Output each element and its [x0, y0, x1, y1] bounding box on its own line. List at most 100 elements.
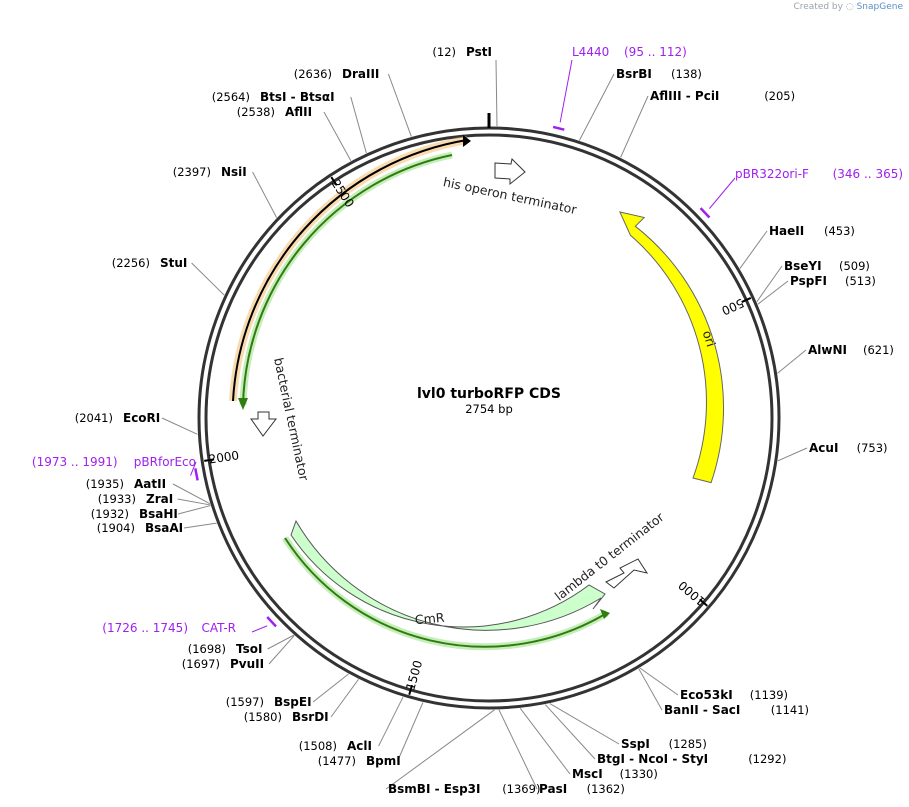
site-name: BtgI - NcoI - StyI: [597, 752, 708, 766]
site-connector: [777, 447, 808, 462]
restriction-site: (1933)ZraI: [98, 492, 173, 506]
cmr-line-lower: [284, 537, 608, 648]
site-name: AflIII - PciI: [650, 89, 719, 103]
restriction-site: (2256) StuI: [112, 256, 188, 270]
site-connector: [397, 702, 424, 762]
site-connector: [177, 505, 211, 515]
site-connector: [757, 280, 789, 305]
tick-mark: [204, 458, 215, 462]
site-name: AatII: [134, 477, 166, 491]
restriction-site: (1935)AatII: [86, 477, 166, 491]
primer-site: L4440(95 .. 112): [572, 45, 687, 59]
site-position: (753): [857, 441, 888, 455]
site-position: (2564): [212, 90, 250, 104]
site-connector: [639, 667, 679, 696]
site-connector: [578, 73, 615, 141]
site-position: (1508): [299, 739, 337, 753]
restriction-site: (1932)BsaHI: [91, 507, 178, 521]
site-name: MscI: [572, 767, 603, 781]
site-name: SspI: [621, 737, 650, 751]
site-connector: [638, 668, 663, 711]
credit-prefix: Created by: [793, 2, 843, 12]
restriction-site: (2538)AflII: [237, 105, 312, 119]
restriction-site: (1580) BsrDI: [244, 710, 329, 724]
restriction-site: (2041)EcoRI: [75, 411, 161, 425]
bacterial-terminator-label: bacterial terminator: [271, 356, 312, 482]
site-name: BsrDI: [292, 710, 329, 724]
restriction-site: (1698)TsoI: [188, 642, 263, 656]
site-connector: [549, 703, 620, 745]
site-name: DraIII: [342, 67, 379, 81]
primer-connector: [709, 177, 736, 209]
restriction-site: (2564)BtsI - BtsαI: [212, 90, 335, 104]
site-name: BseYI: [784, 259, 822, 273]
tick-mark: [408, 684, 413, 696]
site-position: (1362): [587, 782, 625, 796]
restriction-site: (1597)BspEI: [226, 695, 312, 709]
restriction-site: AflIII - PciI (205): [650, 89, 795, 103]
site-position: (1330): [620, 767, 658, 781]
primer-sites: L4440(95 .. 112) pBR322ori-F(346 .. 365) (…: [32, 45, 903, 635]
restriction-site: (2397)NsiI: [173, 165, 247, 179]
restriction-site: BseYI (509): [784, 259, 870, 273]
site-connector: [350, 96, 367, 154]
site-name: BanII - SacI: [664, 703, 740, 717]
site-position: (1285): [669, 737, 707, 751]
site-position: (1141): [771, 703, 809, 717]
site-connector: [387, 73, 412, 137]
primer-bar: [552, 125, 565, 131]
restriction-site: (1477)BpmI: [318, 754, 401, 768]
site-position: (2256): [112, 256, 150, 270]
restriction-sites: (12) PstI BsrBI (138) AflIII - PciI (205) HaeI…: [75, 45, 894, 796]
site-connector: [378, 696, 404, 747]
site-name: HaeII: [769, 224, 804, 238]
site-position: (509): [839, 259, 870, 273]
site-position: (1904): [97, 521, 135, 535]
his-terminator-arrow: [494, 157, 526, 186]
site-name: AlwNI: [808, 343, 847, 357]
primer-name: pBR322ori-F: [735, 167, 809, 181]
primer-connector: [251, 625, 268, 633]
restriction-site: MscI (1330): [572, 767, 658, 781]
site-connector: [183, 522, 217, 529]
site-position: (205): [764, 89, 795, 103]
primer-site: (1973 .. 1991)pBRforEco: [32, 455, 196, 469]
restriction-site: AlwNI (621): [808, 343, 894, 357]
primer-name: pBRforEco: [134, 455, 196, 469]
ori-feature: [619, 211, 725, 484]
site-name: PasI: [539, 782, 567, 796]
primer-connector: [190, 461, 197, 476]
site-position: (138): [671, 67, 702, 81]
plasmid-name: lvl0 turboRFP CDS: [417, 386, 561, 402]
site-position: (2636): [294, 67, 332, 81]
site-position: (453): [824, 224, 855, 238]
site-position: (1580): [244, 710, 282, 724]
site-name: BsrBI: [616, 67, 652, 81]
site-name: PstI: [466, 45, 492, 59]
site-connector: [177, 498, 211, 506]
site-connector: [268, 635, 295, 665]
site-name: StuI: [160, 256, 187, 270]
credit-brand: SnapGene: [856, 2, 903, 12]
site-position: (12): [432, 45, 456, 59]
site-position: (513): [845, 274, 876, 288]
site-position: (621): [863, 343, 894, 357]
turborfp-line-glow: [229, 136, 468, 402]
site-position: (1697): [182, 657, 220, 671]
restriction-site: Eco53kI(1139): [680, 688, 788, 702]
site-position: (1139): [750, 688, 788, 702]
site-name: NsiI: [221, 165, 247, 179]
site-connector: [739, 230, 768, 269]
tick-label: 1500: [403, 659, 425, 692]
site-position: (1477): [318, 754, 356, 768]
site-connector: [385, 709, 495, 790]
cmr-line-upper-arrowhead: [238, 398, 248, 410]
restriction-site: (2636) DraIII: [294, 67, 380, 81]
primer-site: pBR322ori-F(346 .. 365): [735, 167, 903, 181]
turborfp-arrowhead: [463, 135, 471, 147]
lambda-terminator-arrow: [605, 558, 649, 589]
cmr-line-lower-arrowhead: [600, 609, 610, 619]
site-name: BsmBI - Esp3I: [388, 782, 480, 796]
primer-range: (95 .. 112): [624, 45, 687, 59]
cmr-line-upper: [242, 154, 453, 406]
